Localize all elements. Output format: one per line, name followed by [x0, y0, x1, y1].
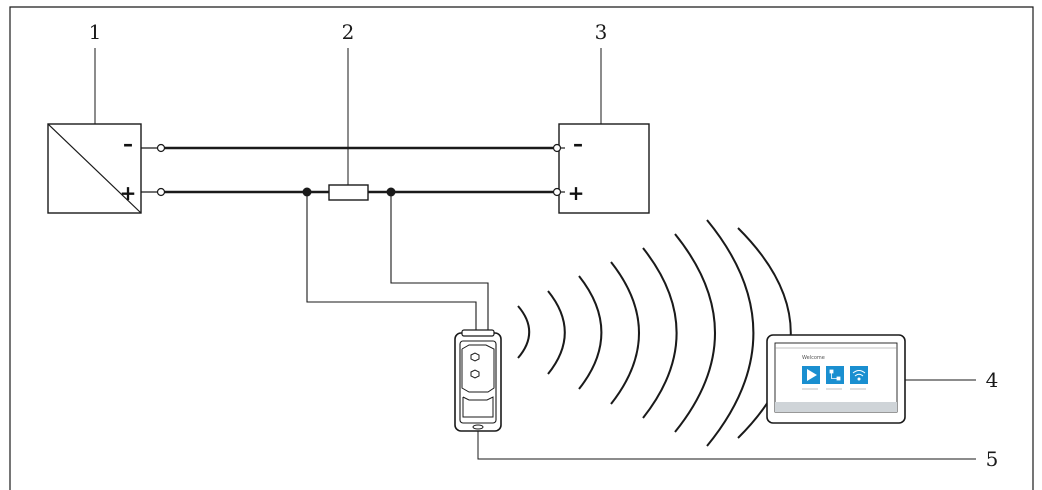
tablet: Welcome	[766, 334, 976, 424]
radio-wave-arc-1	[517, 305, 531, 359]
power-supply: 1 – +	[47, 20, 142, 214]
resistor: 2	[328, 20, 369, 201]
modem-led	[472, 424, 484, 430]
terminal-minus-right	[552, 143, 562, 153]
label-4: 4	[986, 368, 999, 392]
terminal-minus-left	[156, 143, 166, 153]
tablet-heading: Welcome	[802, 355, 825, 361]
power-supply-diagonal	[47, 123, 142, 214]
play-icon	[807, 369, 817, 381]
label-1: 1	[89, 20, 102, 44]
tablet-footer	[775, 402, 897, 412]
tablet-tile-wifi	[850, 366, 868, 384]
label-5-leader	[477, 431, 976, 460]
network-icon	[829, 369, 841, 381]
load: 3 – +	[558, 20, 650, 214]
radio-waves	[517, 219, 792, 447]
power-supply-minus: –	[123, 132, 133, 156]
radio-wave-arc-8	[737, 227, 792, 439]
bluetooth-modem	[454, 329, 976, 460]
modem-upper-panel	[461, 344, 495, 393]
label-2: 2	[342, 20, 355, 44]
radio-wave-arc-4	[610, 261, 640, 405]
load-plus: +	[568, 181, 585, 205]
modem-connector	[461, 329, 495, 337]
tablet-tile-network	[826, 366, 844, 384]
radio-wave-arc-2	[547, 290, 566, 375]
modem-inner-frame	[459, 340, 497, 424]
radio-wave-arc-6	[674, 233, 716, 433]
radio-wave-arc-3	[578, 275, 603, 390]
figure-frame	[9, 6, 1034, 490]
modem-hex-top	[470, 352, 480, 362]
lead-left	[306, 192, 477, 335]
radio-wave-arc-7	[706, 219, 755, 447]
modem-leads	[302, 187, 489, 335]
lead-right	[390, 192, 489, 335]
resistor-body	[328, 184, 369, 201]
load-minus: –	[573, 132, 583, 156]
wifi-icon	[852, 370, 866, 381]
load-box	[558, 123, 650, 214]
terminal-plus-right	[552, 187, 562, 197]
radio-wave-arc-5	[642, 247, 678, 419]
power-supply-plus: +	[120, 181, 137, 205]
label-3: 3	[595, 20, 608, 44]
modem-hex-bottom	[470, 369, 480, 379]
modem-lower-panel	[462, 396, 494, 418]
wires	[141, 143, 565, 197]
label-5: 5	[986, 447, 999, 471]
terminal-plus-left	[156, 187, 166, 197]
